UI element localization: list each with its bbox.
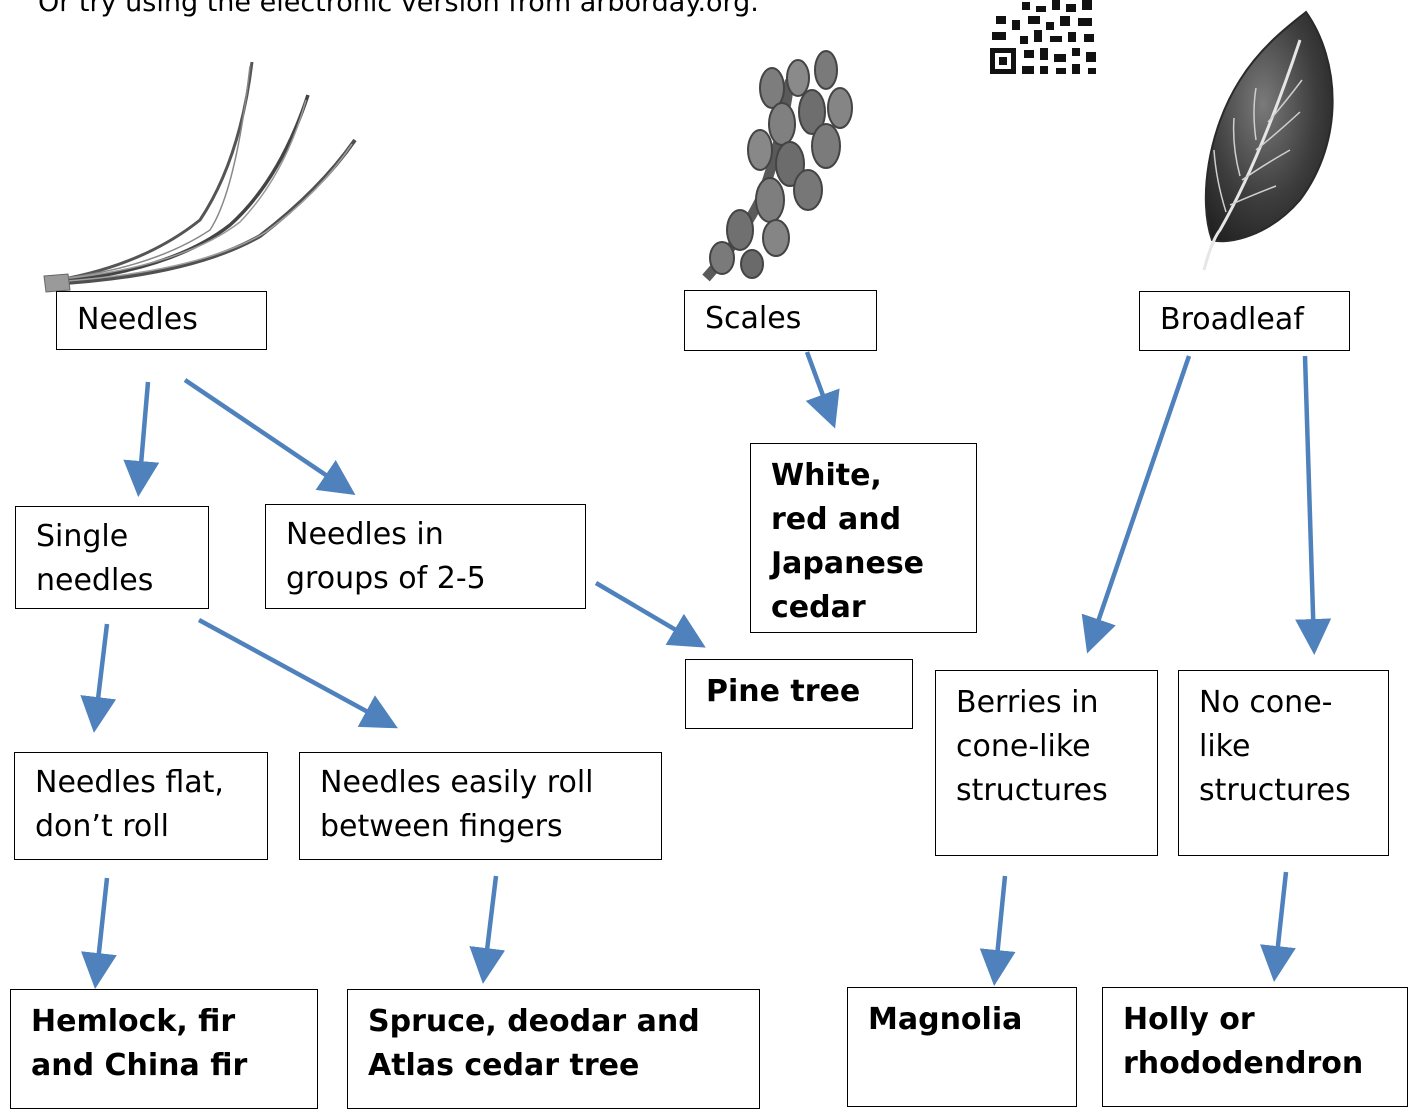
arrow-groups-to-pine [596, 583, 698, 643]
hemlock-result-box: Hemlock, fir and China fir [10, 989, 318, 1109]
scales-box: Scales [684, 290, 877, 351]
magnolia-result-box: Magnolia [847, 987, 1077, 1107]
arrow-broadleaf-to-berries [1090, 356, 1189, 645]
berries-box: Berries in cone-like structures [935, 670, 1158, 856]
no-cone-box: No cone- like structures [1178, 670, 1389, 856]
pine-needles-icon [44, 62, 355, 292]
broadleaf-icon [1204, 12, 1333, 270]
pine-result-box: Pine tree [685, 659, 913, 729]
arrow-needles-to-groups [185, 380, 348, 490]
broadleaf-box: Broadleaf [1139, 291, 1350, 351]
holly-result-box: Holly or rhododendron [1102, 987, 1408, 1107]
arrow-roll-to-spruce [484, 876, 496, 975]
cedar-result-box: White, red and Japanese cedar [750, 443, 977, 633]
arrow-broadleaf-to-nocone [1305, 356, 1314, 646]
arrow-needles-to-single [139, 382, 148, 488]
arrow-flat-to-hemlock [96, 878, 107, 980]
needles-box: Needles [56, 291, 267, 350]
arrow-scales-to-cedar [807, 352, 832, 420]
cedar-scale-icon [706, 51, 852, 278]
arrow-nocone-to-holly [1275, 872, 1286, 973]
arrow-single-to-roll [199, 620, 390, 724]
flat-needles-box: Needles flat, don’t roll [14, 752, 268, 860]
roll-needles-box: Needles easily roll between fingers [299, 752, 662, 860]
qr-code-icon [990, 0, 1100, 78]
arrow-single-to-flat [95, 624, 107, 724]
arrow-berries-to-magnolia [995, 876, 1005, 977]
single-needles-box: Single needles [15, 506, 209, 609]
needles-groups-box: Needles in groups of 2-5 [265, 504, 586, 609]
spruce-result-box: Spruce, deodar and Atlas cedar tree [347, 989, 760, 1109]
